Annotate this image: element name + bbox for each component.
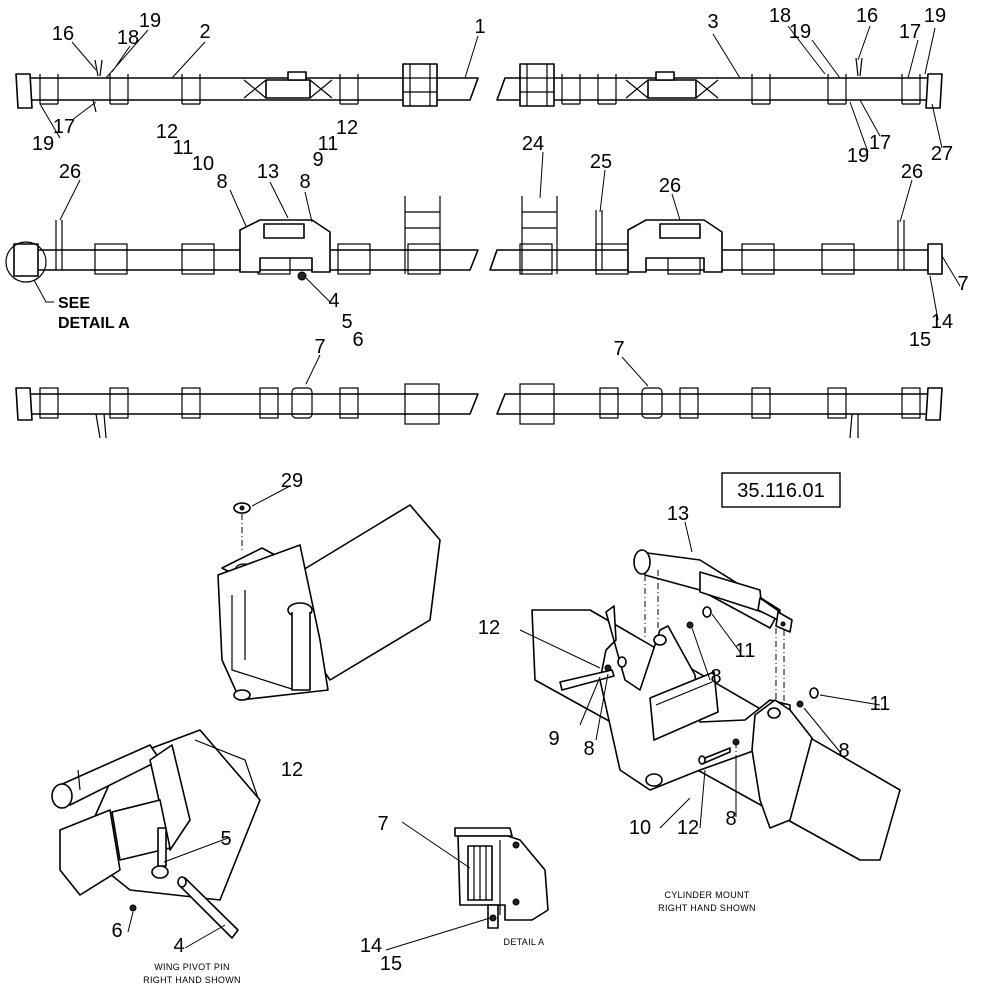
reference-code: 35.116.01 bbox=[737, 480, 825, 502]
leader-lines bbox=[39, 25, 961, 951]
see-detail-note: SEE DETAIL A bbox=[58, 295, 130, 332]
frame-row-top bbox=[15, 57, 943, 113]
callout-13: 13 bbox=[257, 161, 279, 183]
callout-5: 5 bbox=[220, 828, 231, 850]
callout-3: 3 bbox=[707, 11, 718, 33]
captions: WING PIVOT PIN RIGHT HAND SHOWN DETAIL A… bbox=[143, 890, 756, 985]
callout-18: 18 bbox=[117, 27, 139, 49]
callout-11: 11 bbox=[173, 137, 194, 159]
wing-pivot-caption-line-2: RIGHT HAND SHOWN bbox=[143, 975, 241, 985]
callout-19: 19 bbox=[924, 5, 946, 27]
callout-15: 15 bbox=[909, 329, 931, 351]
callout-8: 8 bbox=[725, 808, 736, 830]
reference-box[interactable]: 35.116.01 bbox=[721, 472, 841, 508]
callout-1: 1 bbox=[474, 16, 485, 38]
callout-12: 12 bbox=[156, 121, 178, 143]
callout-4: 4 bbox=[173, 935, 184, 957]
callout-7: 7 bbox=[314, 336, 325, 358]
see-detail-line-1: SEE bbox=[58, 295, 90, 312]
callout-8: 8 bbox=[299, 171, 310, 193]
wing-pivot-caption-line-1: WING PIVOT PIN bbox=[154, 962, 230, 972]
callout-9: 9 bbox=[312, 149, 323, 171]
callout-6: 6 bbox=[352, 329, 363, 351]
callout-7: 7 bbox=[613, 338, 624, 360]
callout-25: 25 bbox=[590, 151, 612, 173]
see-detail-line-2: DETAIL A bbox=[58, 315, 130, 332]
callout-19: 19 bbox=[32, 133, 54, 155]
callout-26: 26 bbox=[659, 175, 681, 197]
cylinder-mount-illustration bbox=[531, 549, 901, 861]
wing-pivot-illustration bbox=[51, 729, 261, 939]
callout-9: 9 bbox=[548, 728, 559, 750]
callout-24: 24 bbox=[522, 133, 544, 155]
frame-row-bottom bbox=[15, 383, 943, 439]
callout-17: 17 bbox=[899, 21, 921, 43]
callout-12: 12 bbox=[281, 759, 303, 781]
callout-17: 17 bbox=[53, 116, 75, 138]
callout-19: 19 bbox=[847, 145, 869, 167]
callout-19: 19 bbox=[139, 10, 161, 32]
callout-27: 27 bbox=[931, 143, 953, 165]
callout-26: 26 bbox=[901, 161, 923, 183]
callout-12: 12 bbox=[677, 817, 699, 839]
callout-8: 8 bbox=[710, 666, 721, 688]
callout-5: 5 bbox=[341, 311, 352, 333]
callout-16: 16 bbox=[52, 23, 74, 45]
callout-6: 6 bbox=[111, 920, 122, 942]
callout-11: 11 bbox=[735, 640, 756, 662]
callout-4: 4 bbox=[328, 290, 339, 312]
frame-row-middle bbox=[5, 196, 943, 303]
callout-12: 12 bbox=[336, 117, 358, 139]
cylinder-mount-caption-line-1: CYLINDER MOUNT bbox=[664, 890, 749, 900]
detail-a-caption: DETAIL A bbox=[504, 937, 545, 947]
callout-26: 26 bbox=[59, 161, 81, 183]
callout-8: 8 bbox=[838, 740, 849, 762]
callout-8: 8 bbox=[216, 171, 227, 193]
callout-11: 11 bbox=[318, 133, 339, 155]
callout-7: 7 bbox=[957, 273, 968, 295]
callout-2: 2 bbox=[199, 21, 210, 43]
detail-a-illustration bbox=[454, 827, 549, 929]
callout-7: 7 bbox=[377, 813, 388, 835]
callout-14: 14 bbox=[360, 935, 382, 957]
callout-13: 13 bbox=[667, 503, 689, 525]
callout-14: 14 bbox=[931, 311, 953, 333]
callout-29: 29 bbox=[281, 470, 303, 492]
callout-10: 10 bbox=[192, 153, 214, 175]
cylinder-mount-caption-line-2: RIGHT HAND SHOWN bbox=[658, 903, 756, 913]
callout-12: 12 bbox=[478, 617, 500, 639]
pivot-block-illustration bbox=[217, 502, 441, 701]
callout-18: 18 bbox=[769, 5, 791, 27]
callout-16: 16 bbox=[856, 5, 878, 27]
callout-15: 15 bbox=[380, 953, 402, 975]
callout-11: 11 bbox=[870, 693, 891, 715]
callout-19: 19 bbox=[789, 21, 811, 43]
callout-10: 10 bbox=[629, 817, 651, 839]
callout-17: 17 bbox=[869, 132, 891, 154]
callout-8: 8 bbox=[583, 738, 594, 760]
